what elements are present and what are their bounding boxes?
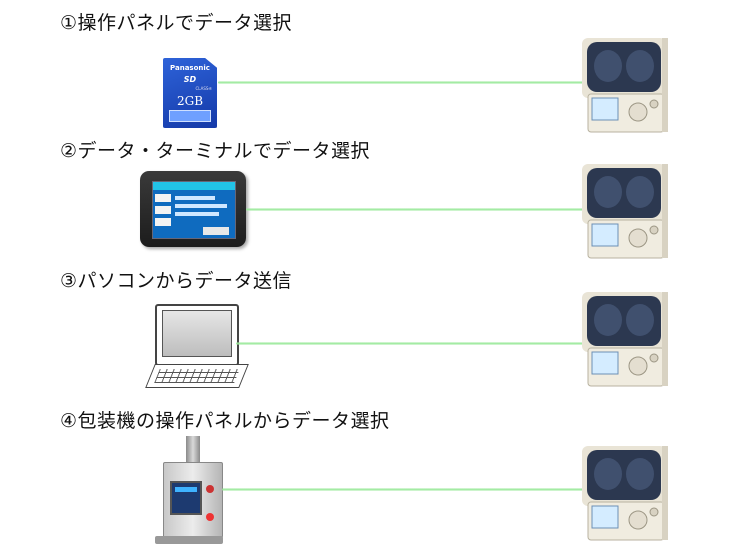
pc-keyboard-icon bbox=[145, 364, 249, 388]
data-terminal-icon bbox=[140, 171, 246, 247]
data-beam bbox=[218, 81, 584, 84]
row-4: ④包装機の操作パネルからデータ選択 bbox=[0, 406, 740, 544]
label-printer-icon bbox=[582, 164, 668, 259]
pc-screen bbox=[162, 310, 232, 357]
row-title: ④包装機の操作パネルからデータ選択 bbox=[60, 410, 390, 432]
row-title: ①操作パネルでデータ選択 bbox=[60, 12, 293, 34]
row-2: ②データ・ターミナルでデータ選択 bbox=[0, 136, 740, 274]
row-1: ①操作パネルでデータ選択 Panasonic SD CLASS④ 2GB bbox=[0, 8, 740, 146]
machine-pole bbox=[186, 436, 200, 464]
terminal-screen bbox=[152, 181, 236, 239]
machine-stop-button bbox=[206, 513, 214, 521]
pc-monitor-icon bbox=[155, 304, 239, 366]
sd-card-icon: Panasonic SD CLASS④ 2GB bbox=[163, 58, 217, 128]
machine-lamp bbox=[206, 485, 214, 493]
sd-card-logo: SD bbox=[183, 75, 197, 84]
data-beam bbox=[246, 208, 584, 211]
label-printer-icon bbox=[582, 38, 668, 133]
machine-screen bbox=[170, 481, 202, 515]
label-printer-icon bbox=[582, 446, 668, 541]
sd-card-class: CLASS④ bbox=[195, 86, 212, 91]
data-beam bbox=[222, 488, 584, 491]
label-printer-icon bbox=[582, 292, 668, 387]
row-3: ③パソコンからデータ送信 bbox=[0, 266, 740, 404]
data-beam bbox=[236, 342, 584, 345]
sd-card-brand: Panasonic bbox=[170, 64, 210, 72]
sd-card-capacity: 2GB bbox=[176, 94, 204, 108]
row-title: ③パソコンからデータ送信 bbox=[60, 270, 293, 292]
machine-foot bbox=[155, 536, 223, 544]
row-title: ②データ・ターミナルでデータ選択 bbox=[60, 140, 371, 162]
packaging-machine-panel-icon bbox=[163, 462, 223, 538]
sd-card-label bbox=[169, 110, 211, 122]
